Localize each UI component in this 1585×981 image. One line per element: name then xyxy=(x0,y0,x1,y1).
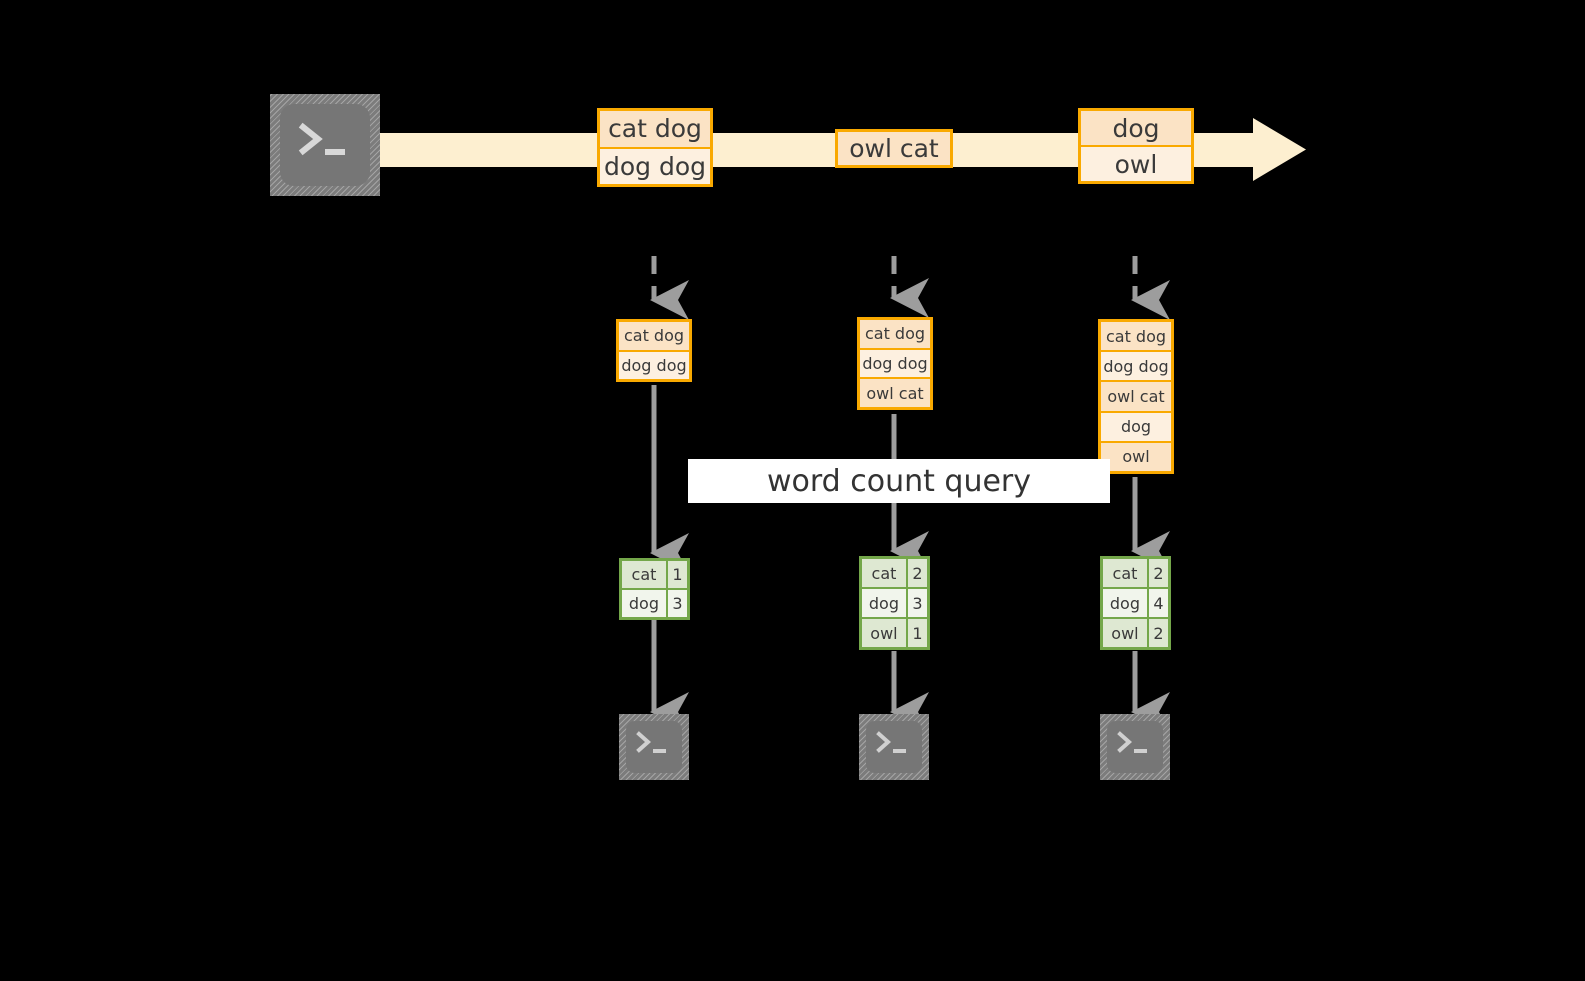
stream-event-box-2[interactable]: owl cat xyxy=(835,129,953,168)
terminal-prompt-glyph xyxy=(876,731,906,753)
snapshot-input-line: owl xyxy=(1101,440,1171,472)
terminal-icon-source[interactable] xyxy=(270,94,380,196)
snapshot-tap-arrows xyxy=(649,256,1170,321)
snapshot-input-line: cat dog xyxy=(619,322,689,350)
table-row: dog 3 xyxy=(862,587,927,617)
stream-event-line: dog dog xyxy=(600,146,710,184)
terminal-body xyxy=(1107,721,1163,773)
snapshot-input-line: dog dog xyxy=(1101,350,1171,381)
stream-event-line: cat dog xyxy=(600,111,710,147)
table-row: cat 1 xyxy=(622,561,687,588)
count-value: 3 xyxy=(905,589,927,617)
count-value: 2 xyxy=(1146,559,1168,587)
count-value: 2 xyxy=(905,559,927,587)
table-row: dog 4 xyxy=(1103,587,1168,617)
terminal-prompt-glyph xyxy=(636,731,666,753)
snapshot-input-line: dog dog xyxy=(619,349,689,379)
terminal-body xyxy=(866,721,922,773)
terminal-body xyxy=(280,104,370,186)
table-row: owl 2 xyxy=(1103,617,1168,647)
count-table-3[interactable]: cat 2 dog 4 owl 2 xyxy=(1100,556,1171,650)
snapshot-input-box-2[interactable]: cat dog dog dog owl cat xyxy=(857,317,933,410)
count-word: dog xyxy=(622,590,666,617)
table-row: cat 2 xyxy=(1103,559,1168,587)
stream-event-box-1[interactable]: cat dog dog dog xyxy=(597,108,713,187)
count-table-2[interactable]: cat 2 dog 3 owl 1 xyxy=(859,556,930,650)
table-row: owl 1 xyxy=(862,617,927,647)
terminal-body xyxy=(626,721,682,773)
stream-event-box-3[interactable]: dog owl xyxy=(1078,108,1194,184)
stream-event-line: owl xyxy=(1081,145,1191,181)
count-word: owl xyxy=(862,619,906,647)
snapshot-input-line: dog dog xyxy=(860,347,930,378)
terminal-prompt-glyph xyxy=(1117,731,1147,753)
terminal-icon-sink-1[interactable] xyxy=(619,714,689,780)
count-word: dog xyxy=(862,589,906,617)
stream-event-line: dog xyxy=(1081,111,1191,145)
snapshot-input-box-1[interactable]: cat dog dog dog xyxy=(616,319,692,382)
count-value: 1 xyxy=(665,561,687,588)
count-word: dog xyxy=(1103,589,1147,617)
snapshot-input-line: cat dog xyxy=(1101,322,1171,351)
count-word: owl xyxy=(1103,619,1147,647)
stream-event-line: owl cat xyxy=(838,132,950,165)
count-value: 1 xyxy=(905,619,927,647)
snapshot-input-line: dog xyxy=(1101,410,1171,441)
count-value: 2 xyxy=(1146,619,1168,647)
query-label: word count query xyxy=(688,459,1110,503)
table-row: dog 3 xyxy=(622,588,687,617)
sink-arrows xyxy=(649,620,1170,733)
snapshot-input-box-3[interactable]: cat dog dog dog owl cat dog owl xyxy=(1098,319,1174,474)
terminal-icon-sink-2[interactable] xyxy=(859,714,929,780)
terminal-icon-sink-3[interactable] xyxy=(1100,714,1170,780)
count-word: cat xyxy=(862,559,906,587)
table-row: cat 2 xyxy=(862,559,927,587)
count-word: cat xyxy=(622,561,666,588)
snapshot-input-line: owl cat xyxy=(860,377,930,408)
snapshot-input-line: cat dog xyxy=(860,320,930,348)
snapshot-input-line: owl cat xyxy=(1101,380,1171,411)
count-value: 4 xyxy=(1146,589,1168,617)
count-word: cat xyxy=(1103,559,1147,587)
terminal-prompt-glyph xyxy=(298,122,345,156)
count-value: 3 xyxy=(665,590,687,617)
count-table-1[interactable]: cat 1 dog 3 xyxy=(619,558,690,620)
